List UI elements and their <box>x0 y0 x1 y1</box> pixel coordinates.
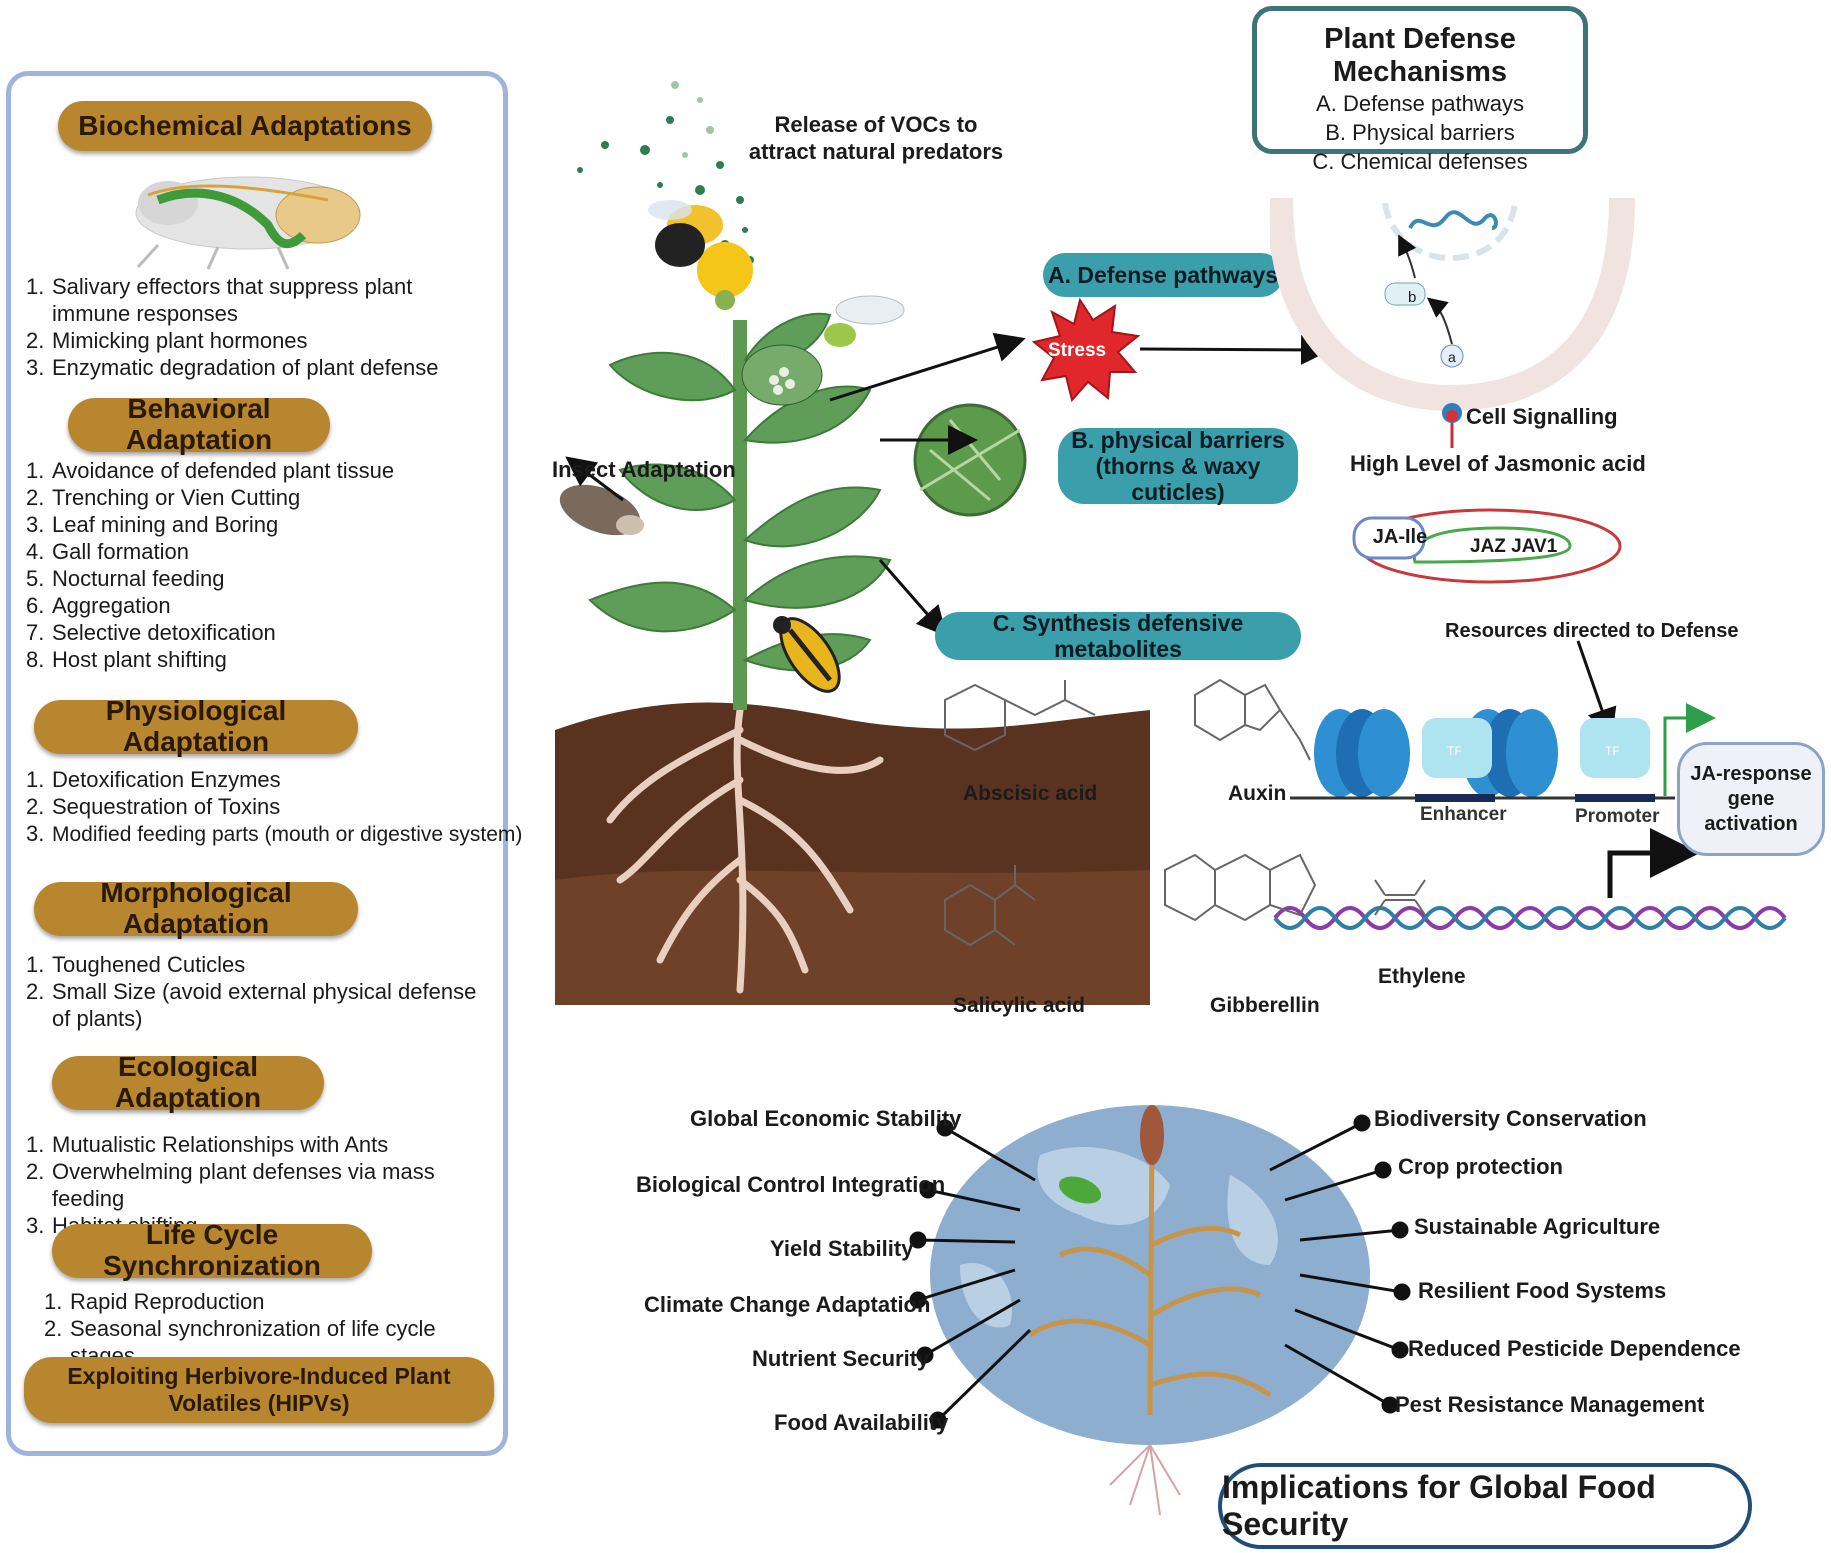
list-item: 5.Nocturnal feeding <box>26 566 225 591</box>
physical-barriers-box: B. physical barriers (thorns & waxy cuti… <box>1058 427 1298 505</box>
chromatin-icon <box>1290 703 1716 802</box>
legend-item: C. Chemical defenses <box>1312 149 1528 174</box>
list-item: 2.Trenching or Vien Cutting <box>26 485 301 510</box>
implication-item: Climate Change Adaptation <box>644 1292 931 1317</box>
bee-icon <box>648 200 723 267</box>
section-title-life-cycle: Life Cycle Synchronization <box>52 1219 372 1281</box>
green-beetle-icon <box>1058 1176 1102 1204</box>
aphid-icon <box>824 295 905 347</box>
implication-item: Biological Control Integration <box>636 1172 946 1197</box>
beetle-icon <box>773 616 841 693</box>
plant-defense-legend: Plant Defense Mechanisms A. Defense path… <box>1252 6 1588 174</box>
section-title-behavioral: Behavioral Adaptation <box>68 393 330 455</box>
tf-label: TF <box>1605 744 1620 758</box>
list-item: 4.Gall formation <box>26 539 189 564</box>
enhancer-label: Enhancer <box>1420 804 1507 825</box>
list-item: 3.Leaf mining and Boring <box>26 512 279 537</box>
list-item: 1.Rapid Reproduction <box>44 1289 265 1314</box>
dna-helix-icon <box>1273 828 1787 930</box>
life-cycle-list: 1.Rapid Reproduction 2.Seasonal synchron… <box>44 1288 500 1369</box>
voc-label: Release of VOCs to attract natural preda… <box>748 112 1004 164</box>
metabolites-box: C. Synthesis defensive metabolites <box>935 610 1301 662</box>
list-item: 1.Salivary effectors that suppress plant… <box>26 274 413 326</box>
stress-burst-icon <box>1031 297 1141 403</box>
ja-ile-label: JA-Ile <box>1372 526 1428 548</box>
jasmonic-label: High Level of Jasmonic acid <box>1350 451 1646 476</box>
plant-illustration <box>555 81 1331 1005</box>
insect-adaptation-panel <box>6 71 508 1456</box>
list-item: 8.Host plant shifting <box>26 647 227 672</box>
cell-signalling-illustration <box>1270 198 1787 930</box>
crop-plant-icon <box>1028 1134 1272 1416</box>
list-item: 3.Modified feeding parts (mouth or diges… <box>26 821 523 846</box>
food-security-title: Implications for Global Food Security <box>1218 1463 1752 1549</box>
promoter-label: Promoter <box>1575 806 1660 827</box>
flower-icon <box>697 242 753 310</box>
implication-connectors <box>909 1114 1411 1429</box>
morphological-list: 1.Toughened Cuticles 2.Small Size (avoid… <box>26 951 482 1032</box>
metabolite-label: Salicylic acid <box>953 994 1085 1017</box>
list-item: 1.Detoxification Enzymes <box>26 767 281 792</box>
implication-item: Nutrient Security <box>752 1346 930 1371</box>
section-title-biochemical: Biochemical Adaptations <box>58 101 432 151</box>
implication-item: Food Availability <box>774 1410 949 1435</box>
implication-item: Sustainable Agriculture <box>1414 1214 1661 1239</box>
physiological-list: 1.Detoxification Enzymes 2.Sequestration… <box>26 766 523 848</box>
biochemical-list: 1.Salivary effectors that suppress plant… <box>26 273 496 381</box>
metabolite-label: Ethylene <box>1378 965 1466 988</box>
implication-item: Global Economic Stability <box>690 1106 962 1131</box>
metabolite-structures <box>944 678 1426 947</box>
list-item: 1.Toughened Cuticles <box>26 952 246 977</box>
list-item: 1.Avoidance of defended plant tissue <box>26 458 395 483</box>
list-item: 2.Small Size (avoid external physical de… <box>26 979 477 1031</box>
metabolite-label: Gibberellin <box>1210 994 1320 1017</box>
signal-b-label: b <box>1408 289 1417 306</box>
implication-item: Biodiversity Conservation <box>1374 1106 1647 1131</box>
stress-label: Stress <box>1048 340 1107 361</box>
signal-a-label: a <box>1448 349 1456 365</box>
section-title-hipvs: Exploiting Herbivore-Induced Plant Volat… <box>24 1357 494 1423</box>
tf-label: TF <box>1447 744 1462 758</box>
implication-item: Yield Stability <box>770 1236 914 1261</box>
leaves <box>588 312 892 672</box>
legend-item: A. Defense pathways <box>1316 91 1524 116</box>
list-item: 2.Seasonal synchronization of life cycle… <box>44 1316 436 1368</box>
implication-item: Resilient Food Systems <box>1418 1278 1667 1303</box>
list-item: 2.Sequestration of Toxins <box>26 794 281 819</box>
implication-item: Pest Resistance Management <box>1395 1392 1705 1417</box>
list-item: 3.Enzymatic degradation of plant defense <box>26 355 439 380</box>
insect-adaptation-label: Insect Adaptation <box>552 457 736 482</box>
list-item: 6.Aggregation <box>26 593 171 618</box>
list-item: 7.Selective detoxification <box>26 620 276 645</box>
list-item: 2.Overwhelming plant defenses via mass f… <box>26 1159 435 1211</box>
list-item: 1.Mutualistic Relationships with Ants <box>26 1132 389 1157</box>
implication-item: Crop protection <box>1398 1154 1563 1179</box>
metabolite-label: Abscisic acid <box>963 782 1098 805</box>
legend-title: Plant Defense Mechanisms <box>1324 23 1516 88</box>
implication-item: Reduced Pesticide Dependence <box>1408 1336 1741 1361</box>
legend-item: B. Physical barriers <box>1325 120 1515 145</box>
roots <box>606 706 884 994</box>
list-item: 2.Mimicking plant hormones <box>26 328 308 353</box>
section-title-morphological: Morphological Adaptation <box>34 877 358 939</box>
section-title-ecological: Ecological Adaptation <box>52 1051 324 1113</box>
globe-illustration <box>930 1105 1370 1516</box>
insect-anatomy-illustration <box>135 176 361 270</box>
resources-label: Resources directed to Defense <box>1445 620 1739 642</box>
metabolite-label: Auxin <box>1228 782 1287 805</box>
behavioral-list: 1.Avoidance of defended plant tissue 2.T… <box>26 457 496 673</box>
defense-pathways-box: A. Defense pathways <box>1043 253 1283 297</box>
section-title-physiological: Physiological Adaptation <box>34 695 358 757</box>
jaz-label: JAZ JAV1 <box>1470 536 1558 557</box>
ja-response-box: JA-response gene activation <box>1677 742 1825 856</box>
cell-signalling-label: Cell Signalling <box>1466 404 1618 429</box>
